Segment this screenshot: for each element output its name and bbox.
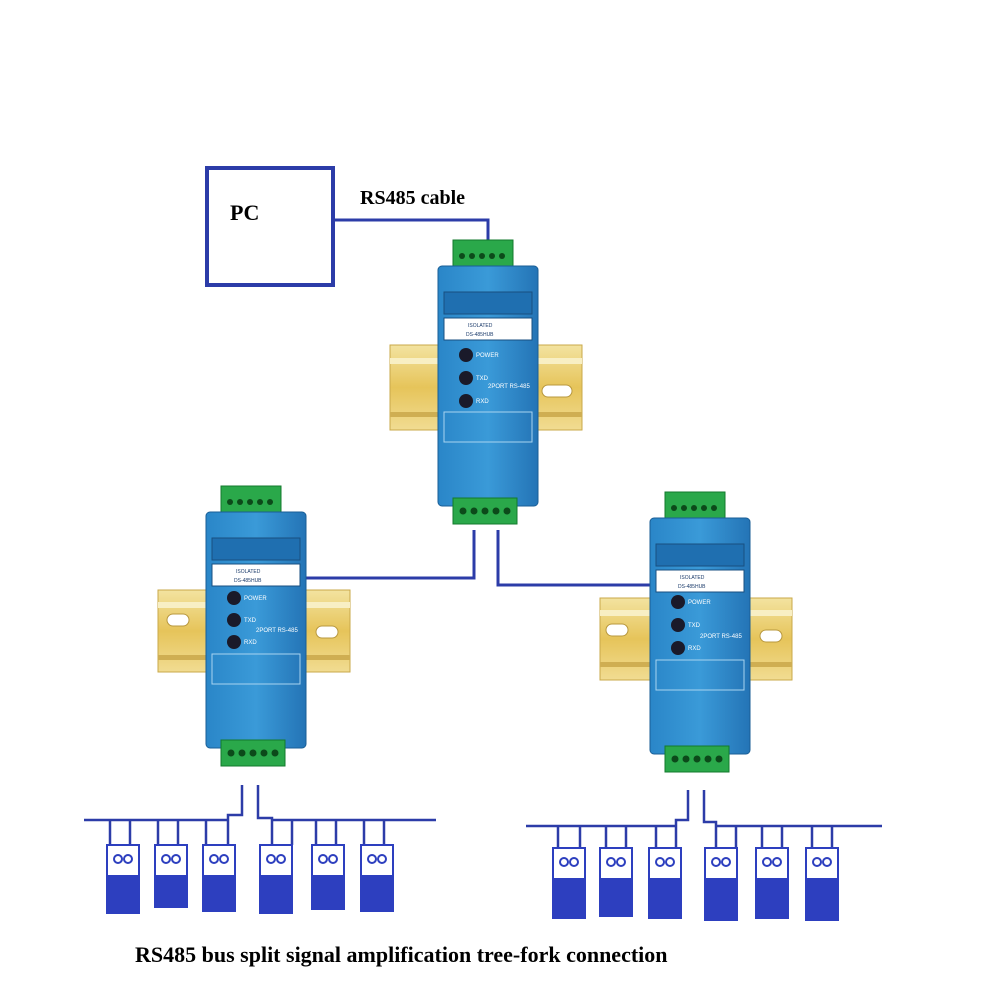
- side-text: 2PORT RS-485: [488, 384, 530, 390]
- txd-led: [227, 613, 241, 627]
- bus-node: [805, 847, 839, 921]
- brand-line1: ISOLATED: [236, 569, 261, 575]
- pc-box: PC: [205, 166, 335, 287]
- bus-node: [704, 847, 738, 921]
- bus-node: [311, 844, 345, 910]
- power-led: [671, 595, 685, 609]
- power-led: [459, 348, 473, 362]
- txd-label: TXD: [476, 376, 489, 382]
- terminal-block-bottom: [452, 497, 518, 525]
- fork-wires: [300, 530, 654, 587]
- brand-line2: DS-485HUB: [234, 578, 262, 584]
- bus-node: [552, 847, 586, 919]
- terminal-block-top: [452, 239, 514, 267]
- hub-module-top: ISOLATED DS-485HUB POWER TXD RXD 2PORT R…: [437, 239, 539, 525]
- left-bus-wires: [84, 785, 436, 845]
- terminal-block-top: [220, 485, 282, 513]
- txd-label: TXD: [244, 618, 257, 624]
- rxd-label: RXD: [476, 399, 489, 405]
- rxd-label: RXD: [244, 640, 257, 646]
- txd-led: [671, 618, 685, 632]
- rxd-led: [227, 635, 241, 649]
- bus-node: [360, 844, 394, 912]
- power-label: POWER: [244, 596, 267, 602]
- left-bus-nodes: [106, 844, 394, 914]
- power-label: POWER: [476, 353, 499, 359]
- hub-module-right: ISOLATED DS-485HUB POWER TXD RXD 2PORT R…: [649, 491, 751, 773]
- caption: RS485 bus split signal amplification tre…: [135, 942, 668, 967]
- right-bus-wires: [526, 790, 882, 848]
- bus-node: [259, 844, 293, 914]
- brand-line1: ISOLATED: [680, 575, 705, 581]
- bus-node: [202, 844, 236, 912]
- power-label: POWER: [688, 600, 711, 606]
- bus-node: [755, 847, 789, 919]
- brand-line2: DS-485HUB: [466, 332, 494, 338]
- rxd-led: [671, 641, 685, 655]
- rxd-led: [459, 394, 473, 408]
- txd-led: [459, 371, 473, 385]
- brand-line1: ISOLATED: [468, 323, 493, 329]
- bus-node: [599, 847, 633, 917]
- pc-label: PC: [230, 200, 259, 225]
- power-led: [227, 591, 241, 605]
- terminal-block-bottom: [664, 745, 730, 773]
- terminal-block-top: [664, 491, 726, 519]
- terminal-block-bottom: [220, 739, 286, 767]
- brand-line2: DS-485HUB: [678, 584, 706, 590]
- rxd-label: RXD: [688, 646, 701, 652]
- bus-node: [648, 847, 682, 919]
- cable-label: RS485 cable: [360, 187, 465, 209]
- side-text: 2PORT RS-485: [700, 634, 742, 640]
- rs485-cable-line: [333, 218, 490, 244]
- bus-node: [154, 844, 188, 908]
- bus-node: [106, 844, 140, 914]
- right-bus-nodes: [552, 847, 839, 921]
- txd-label: TXD: [688, 623, 701, 629]
- side-text: 2PORT RS-485: [256, 628, 298, 634]
- hub-module-left: ISOLATED DS-485HUB POWER TXD RXD 2PORT R…: [205, 485, 307, 767]
